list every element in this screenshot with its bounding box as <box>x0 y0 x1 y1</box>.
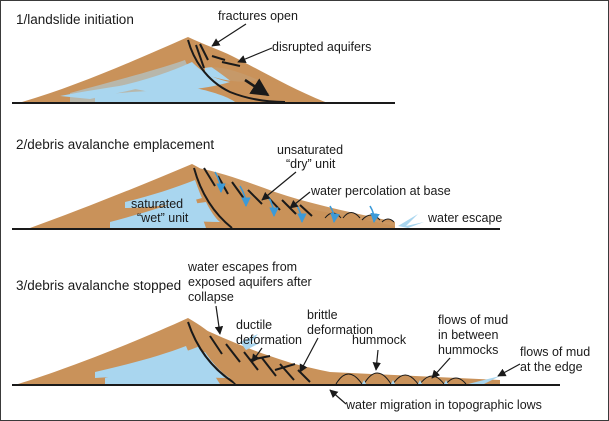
label-unsaturated: unsaturated <box>277 143 343 157</box>
stage-2-title: 2/debris avalanche emplacement <box>16 137 214 152</box>
stage-2-panel: 2/debris avalanche emplacement <box>12 137 502 230</box>
label-ductile-deformation: deformation <box>236 333 302 347</box>
label-fractures-open: fractures open <box>218 9 298 23</box>
label-flows-mud-between-3: hummocks <box>438 343 498 357</box>
stage-3-panel: 3/debris avalanche stopped wat <box>12 260 590 412</box>
label-flows-mud-between-2: in between <box>438 328 499 342</box>
label-brittle-deformation: deformation <box>307 323 373 337</box>
label-water-escapes-3: collapse <box>188 290 234 304</box>
label-ductile: ductile <box>236 318 272 332</box>
label-water-escapes-2: exposed aquifers after <box>188 275 312 289</box>
label-brittle: brittle <box>307 308 338 322</box>
stage-3-title: 3/debris avalanche stopped <box>16 278 181 293</box>
label-water-escape: water escape <box>427 211 502 225</box>
label-water-escapes-1: water escapes from <box>187 260 297 274</box>
label-dry-unit: “dry” unit <box>286 157 336 171</box>
stage-1-cross-section <box>12 37 395 104</box>
label-disrupted-aquifers: disrupted aquifers <box>272 40 371 54</box>
label-water-percolation: water percolation at base <box>310 184 451 198</box>
label-flows-mud-edge-1: flows of mud <box>520 345 590 359</box>
stage-1-title: 1/landslide initiation <box>16 12 134 27</box>
label-water-migration: water migration in topographic lows <box>345 398 542 412</box>
label-flows-mud-edge-2: at the edge <box>520 360 583 374</box>
label-saturated: saturated <box>131 197 183 211</box>
label-wet-unit: “wet” unit <box>137 211 189 225</box>
label-flows-mud-between-1: flows of mud <box>438 313 508 327</box>
label-hummock: hummock <box>352 333 407 347</box>
stage-2-cross-section <box>12 164 500 230</box>
stage-1-panel: 1/landslide initiation fractures open di… <box>12 9 395 104</box>
